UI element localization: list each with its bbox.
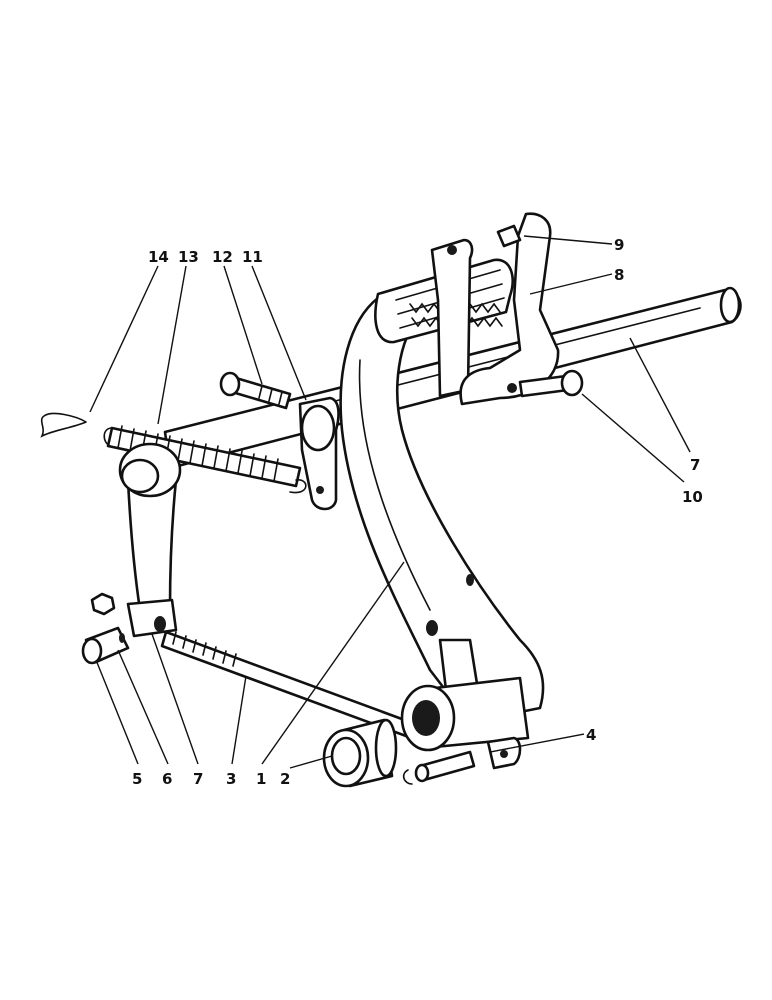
leader-5: [95, 659, 139, 765]
leader-7-right: [629, 337, 691, 453]
callout-5: 5: [132, 770, 142, 788]
callout-6: 6: [162, 770, 172, 788]
spring-bracket: [298, 396, 340, 511]
leader-lines: [89, 235, 691, 769]
callout-14: 14: [148, 248, 169, 266]
callout-7-left: 7: [193, 770, 203, 788]
clamp-bolt: [518, 369, 584, 398]
spring-clip: [40, 412, 87, 438]
callout-11: 11: [242, 248, 263, 266]
callout-2: 2: [280, 770, 290, 788]
leader-13: [157, 265, 187, 425]
clevis-pin: [81, 626, 130, 665]
return-spring: [103, 425, 307, 494]
leader-6: [117, 649, 169, 765]
leader-10: [581, 393, 685, 483]
bracket-bolt: [219, 371, 292, 410]
pad-bracket: [430, 238, 474, 398]
leader-8: [529, 273, 613, 295]
callout-9: 9: [614, 236, 624, 254]
pedal-lever: [339, 296, 545, 752]
leader-1: [261, 561, 405, 765]
callout-13: 13: [178, 248, 199, 266]
callout-10: 10: [682, 488, 703, 506]
leader-14: [89, 265, 159, 413]
callout-12: 12: [212, 248, 233, 266]
callout-7-right: 7: [690, 456, 700, 474]
pivot-pin: [402, 736, 522, 785]
callout-4: 4: [586, 726, 596, 744]
leader-4: [489, 733, 585, 753]
hex-nut: [90, 592, 116, 616]
callout-labels: 14 13 12 11 9 8 7 10 5 6 7 3 1 2 4: [132, 236, 703, 788]
adjusting-rod: [160, 630, 412, 738]
callout-8: 8: [614, 266, 624, 284]
adjusting-screw: [496, 224, 522, 248]
bush: [322, 718, 398, 788]
callout-1: 1: [256, 770, 266, 788]
leader-7-left: [151, 633, 199, 765]
leader-9: [523, 235, 613, 245]
leader-2: [289, 755, 333, 769]
leader-11: [251, 265, 307, 401]
callout-3: 3: [226, 770, 236, 788]
leader-12: [223, 265, 263, 385]
leader-3: [231, 675, 247, 765]
upper-lever-arm: [118, 442, 182, 638]
